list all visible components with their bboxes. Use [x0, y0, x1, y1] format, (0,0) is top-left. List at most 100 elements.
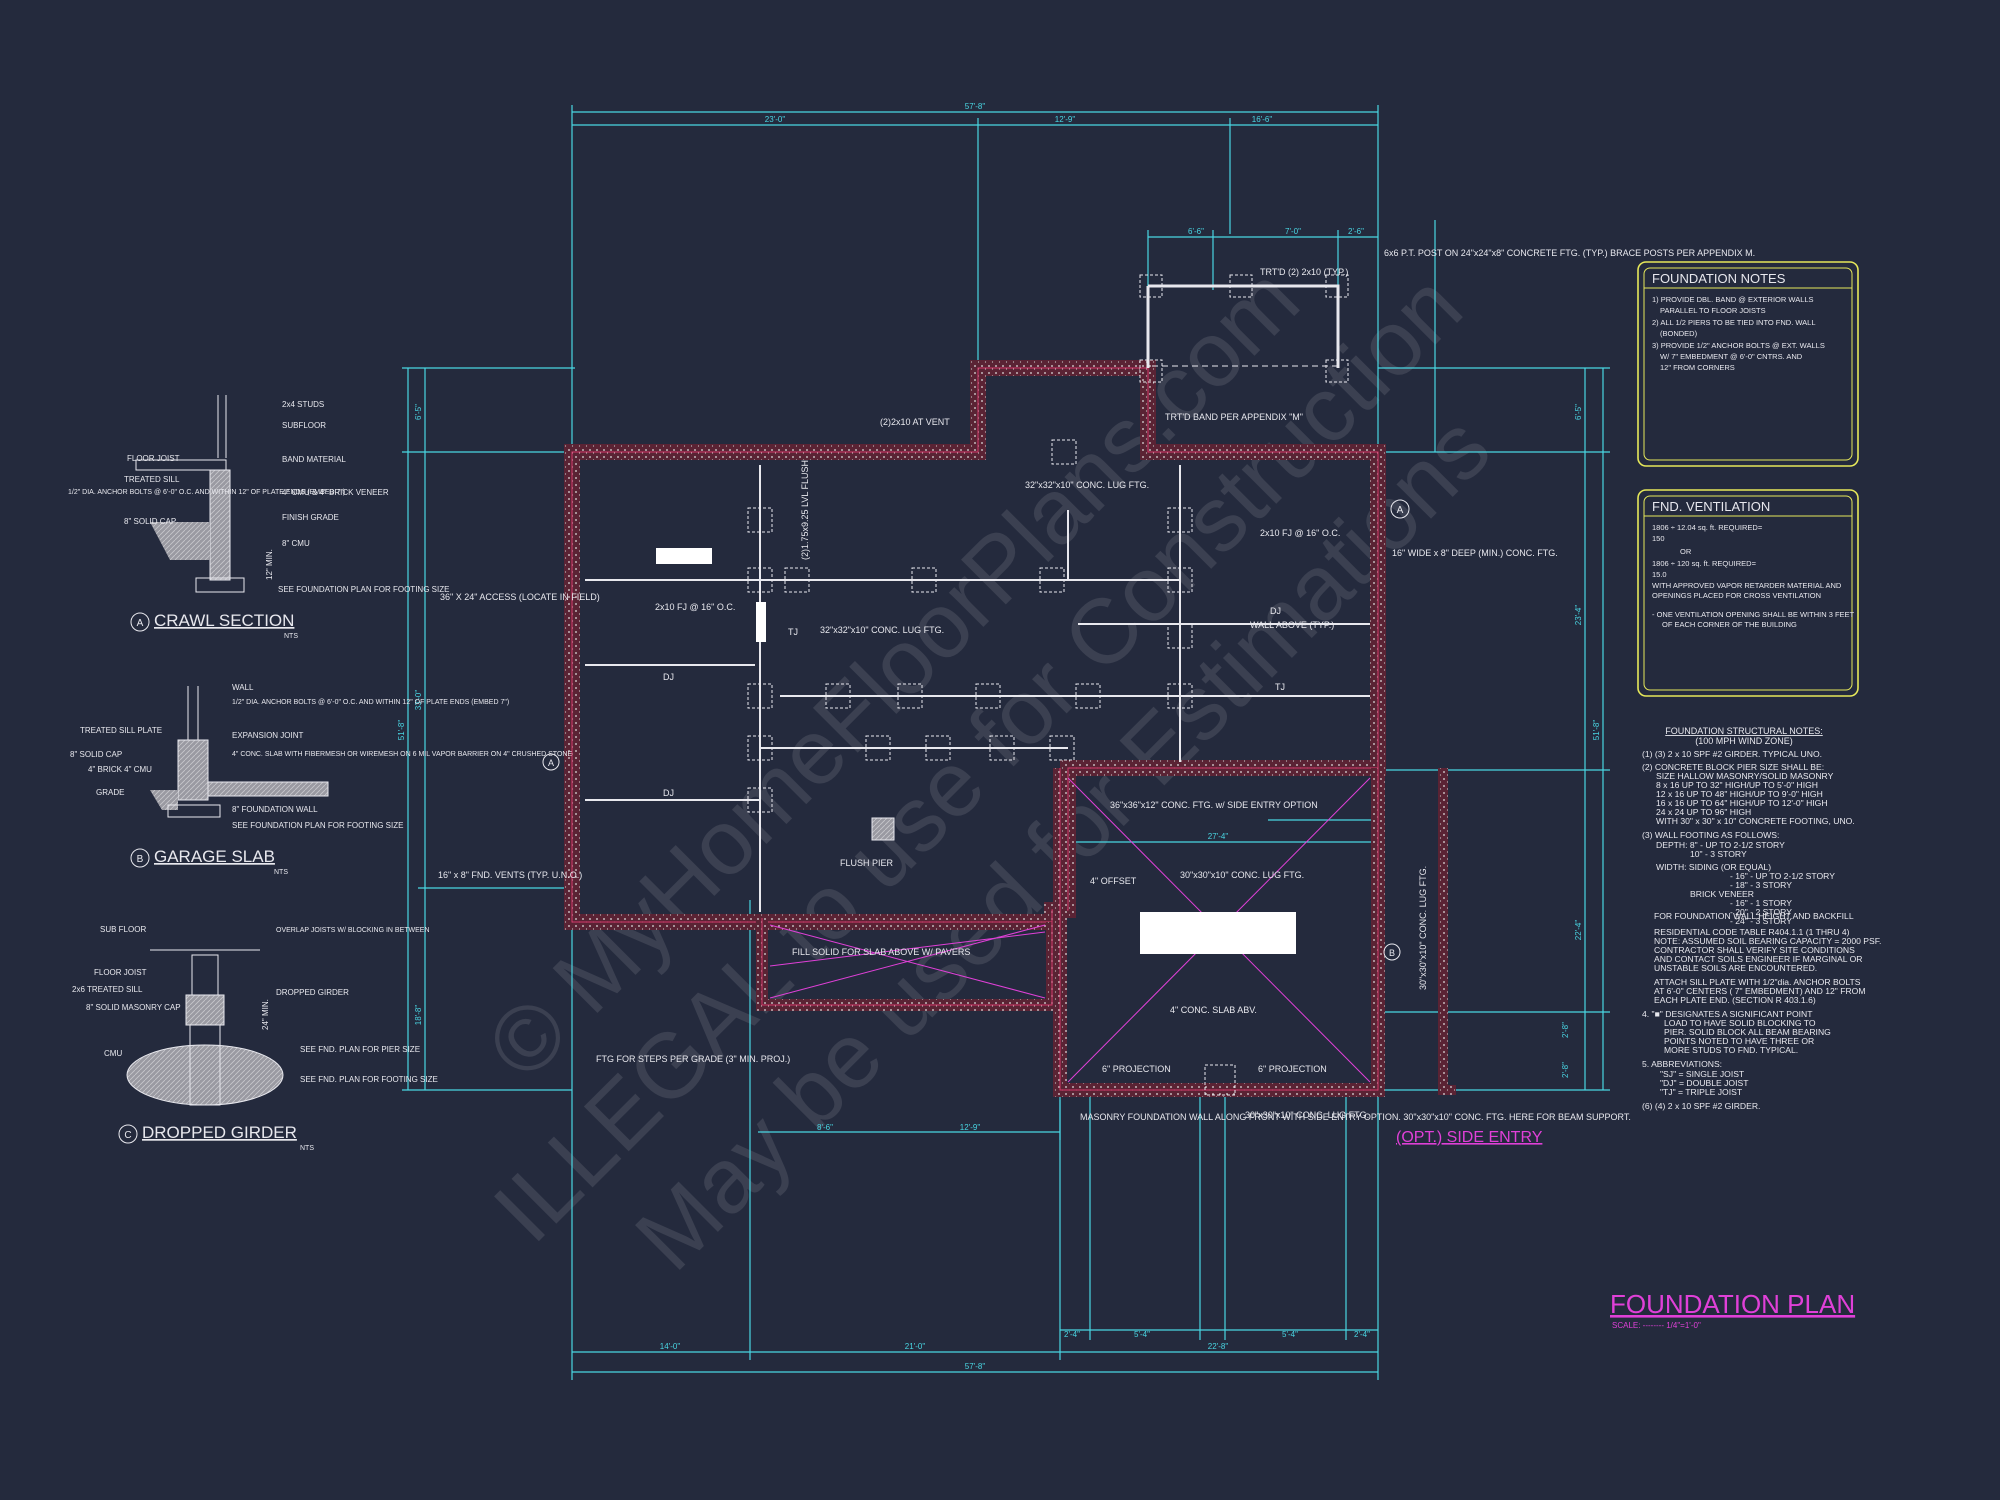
girder-label-9: SEE FND. PLAN FOR FOOTING SIZE: [300, 1075, 438, 1084]
structural-notes-subtitle: (100 MPH WIND ZONE): [1695, 736, 1793, 746]
crawl-label-5: 1/2" DIA. ANCHOR BOLTS @ 6'-0" O.C. AND …: [68, 489, 345, 496]
white-label-block: [1140, 912, 1296, 954]
dim-left-a: 6'-5": [414, 404, 423, 420]
label-tj-a: TJ: [1275, 682, 1285, 692]
crawl-letter-circle: [130, 612, 150, 632]
label-lug-ftg-top: 32"x32"x10" CONC. LUG FTG.: [1025, 480, 1149, 490]
label-projection-left: 6" PROJECTION: [1102, 1064, 1171, 1074]
sn-line-26: EACH PLATE END. (SECTION R 403.1.6): [1654, 995, 1816, 1005]
dim-bottom-a: 14'-0": [660, 1342, 681, 1351]
sn-line-3: 8 x 16 UP TO 32" HIGH/UP TO 5'-0" HIGH: [1656, 780, 1818, 790]
sn-line-13: - 18" - 3 STORY: [1730, 880, 1792, 890]
dropped-girder-detail: [126, 949, 284, 1106]
label-steps: FTG FOR STEPS PER GRADE (3" MIN. PROJ.): [596, 1054, 790, 1064]
crawl-label-9: 8" CMU: [282, 539, 310, 548]
girder-label-1: OVERLAP JOISTS W/ BLOCKING IN BETWEEN: [276, 927, 430, 934]
garage-label-7: GRADE: [96, 788, 124, 797]
label-dj-b: DJ: [663, 672, 674, 682]
girder-label-0: SUB FLOOR: [100, 925, 146, 934]
dim-left-overall: 51'-8": [397, 720, 406, 741]
dim-top-b: 12'-9": [1055, 115, 1076, 124]
piers: [747, 274, 1349, 1096]
fn-item-5: W/ 7" EMBEDMENT @ 6'-0" CNTRS. AND: [1660, 352, 1803, 361]
bubble-a-left: A: [548, 758, 554, 768]
plan-labels: 6x6 P.T. POST ON 24"x24"x8" CONCRETE FTG…: [438, 248, 1755, 1122]
garage-nts: NTS: [274, 869, 288, 876]
white-label-vert: [756, 602, 766, 642]
crawl-label-10: 12" MIN.: [265, 549, 274, 580]
dim-mid-a: 8'-6": [817, 1123, 833, 1132]
label-flush-pier: FLUSH PIER: [840, 858, 894, 868]
label-trtd-band: TRT'D BAND PER APPENDIX "M": [1165, 412, 1303, 422]
crawl-label-8: 8" SOLID CAP: [124, 517, 176, 526]
sn-line-36: (6) (4) 2 x 10 SPF #2 GIRDER.: [1642, 1101, 1760, 1111]
sn-line-2: SIZE HALLOW MASONRY/SOLID MASONRY: [1656, 771, 1834, 781]
sn-line-11: WIDTH: SIDING (OR EQUAL): [1656, 862, 1771, 872]
dim-right-c: 22'-4": [1574, 920, 1583, 941]
vent-item-4: 15.0: [1652, 570, 1667, 579]
crawl-title: CRAWL SECTION: [154, 611, 294, 630]
ventilation-items: 1806 ÷ 12.04 sq. ft. REQUIRED= 150 OR 18…: [1652, 523, 1855, 629]
label-conc-ftg-wide: 16" WIDE x 8" DEEP (MIN.) CONC. FTG.: [1392, 548, 1558, 558]
crawl-label-3: BAND MATERIAL: [282, 455, 346, 464]
dropped-girder-labels: SUB FLOOR OVERLAP JOISTS W/ BLOCKING IN …: [72, 925, 438, 1084]
grid-bubbles: [542, 499, 1410, 961]
label-slab-4: 4" CONC. SLAB ABV.: [1170, 1005, 1257, 1015]
dim-top-c: 16'-6": [1252, 115, 1273, 124]
label-lug-30: 30"x30"x10" CONC. LUG FTG.: [1180, 870, 1304, 880]
dim-right-e: 2'-8": [1561, 1062, 1570, 1078]
sn-line-15: - 16" - 1 STORY: [1730, 898, 1792, 908]
dim-bottom-overall: 57'-8": [965, 1362, 986, 1371]
bubble-b: B: [1389, 948, 1395, 958]
label-post-note: 6x6 P.T. POST ON 24"x24"x8" CONCRETE FTG…: [1384, 248, 1755, 258]
fn-item-1: PARALLEL TO FLOOR JOISTS: [1660, 306, 1766, 315]
label-side-entry-ftg: 36"x36"x12" CONC. FTG. w/ SIDE ENTRY OPT…: [1110, 800, 1318, 810]
white-label-small: [656, 548, 712, 564]
girder-label-7: CMU: [104, 1049, 122, 1058]
sn-line-6: 24 x 24 UP TO 96" HIGH: [1656, 807, 1751, 817]
sn-line-28: LOAD TO HAVE SOLID BLOCKING TO: [1664, 1018, 1816, 1028]
sn-line-27: 4. "■" DESIGNATES A SIGNIFICANT POINT: [1642, 1009, 1813, 1019]
sn-line-9: DEPTH: 8" - UP TO 2-1/2 STORY: [1656, 840, 1785, 850]
sn-line-29: PIER. SOLID BLOCK ALL BEAM BEARING: [1664, 1027, 1831, 1037]
sn-line-12: - 16" - UP TO 2-1/2 STORY: [1730, 871, 1835, 881]
label-fnd-vents: 16" x 8" FND. VENTS (TYP. U.N.O.): [438, 870, 582, 880]
crawl-nts: NTS: [284, 633, 298, 640]
sn-line-30: POINTS NOTED TO HAVE THREE OR: [1664, 1036, 1814, 1046]
girder-label-5: 8" SOLID MASONRY CAP: [86, 1003, 181, 1012]
dim-bottom-b: 21'-0": [905, 1342, 926, 1351]
garage-label-4: 8" SOLID CAP: [70, 750, 122, 759]
crawl-label-7: FINISH GRADE: [282, 513, 339, 522]
dim-bottom-e: 5'-4": [1282, 1330, 1298, 1339]
bubble-a-right: A: [1397, 505, 1404, 516]
sn-line-31: MORE STUDS TO FND. TYPICAL.: [1664, 1045, 1798, 1055]
foundation-notes-title: FOUNDATION NOTES: [1652, 271, 1786, 286]
girders: [585, 465, 1370, 912]
garage-label-5: 4" CONC. SLAB WITH FIBERMESH OR WIREMESH…: [232, 751, 572, 758]
sn-line-16: - 20" - 2 STORY: [1730, 907, 1792, 917]
vent-item-1: 150: [1652, 534, 1665, 543]
label-side-lug: 30"x30"x10" CONC. LUG FTG.: [1418, 866, 1428, 990]
girder-label-6: 24" MIN.: [261, 999, 270, 1030]
dim-top-a: 23'-0": [765, 115, 786, 124]
dim-bottom-f: 2'-4": [1064, 1330, 1080, 1339]
girder-letter: C: [124, 1130, 131, 1141]
garage-label-6: 4" BRICK 4" CMU: [88, 765, 152, 774]
girder-label-2: FLOOR JOIST: [94, 968, 147, 977]
vent-item-6: OPENINGS PLACED FOR CROSS VENTILATION: [1652, 591, 1821, 600]
sn-line-17: - 24" - 3 STORY: [1730, 916, 1792, 926]
vent-item-5: WITH APPROVED VAPOR RETARDER MATERIAL AN…: [1652, 581, 1842, 590]
label-access: 36" X 24" ACCESS (LOCATE IN FIELD): [440, 592, 600, 602]
sn-line-22: AND CONTACT SOILS ENGINEER IF MARGINAL O…: [1654, 954, 1863, 964]
sn-line-8: (3) WALL FOOTING AS FOLLOWS:: [1642, 830, 1779, 840]
crawl-label-1: SUBFLOOR: [282, 421, 326, 430]
sn-line-1: (2) CONCRETE BLOCK PIER SIZE SHALL BE:: [1642, 762, 1824, 772]
foundation-notes-items: 1) PROVIDE DBL. BAND @ EXTERIOR WALLS PA…: [1652, 295, 1825, 372]
garage-slab-labels: WALL 1/2" DIA. ANCHOR BOLTS @ 6'-0" O.C.…: [70, 683, 572, 830]
dim-bottom-c: 22'-8": [1208, 1342, 1229, 1351]
sn-line-32: 5. ABBREVIATIONS:: [1642, 1059, 1722, 1069]
dim-left-c: 18'-8": [414, 1005, 423, 1026]
vent-item-2: OR: [1680, 547, 1692, 556]
fn-item-4: 3) PROVIDE 1/2" ANCHOR BOLTS @ EXT. WALL…: [1652, 341, 1825, 350]
garage-label-2: TREATED SILL PLATE: [80, 726, 162, 735]
